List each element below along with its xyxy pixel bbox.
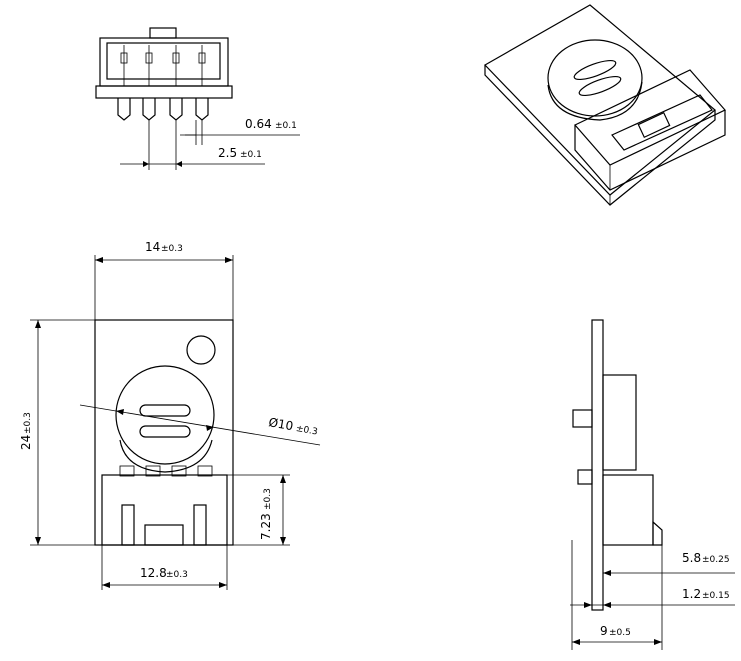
side-offset-b-tol: ±0.15 (702, 591, 730, 601)
connector-width-tol: ±0.3 (166, 570, 188, 580)
board-height-tol: ±0.3 (23, 412, 33, 434)
side-offset-a-value: 5.8 (682, 551, 701, 565)
board-width-tol: ±0.3 (161, 244, 183, 254)
isometric-view (484, 4, 726, 206)
pin-width-value: 0.64 (245, 117, 272, 131)
side-depth-tol: ±0.5 (609, 628, 631, 638)
connector-height-value: 7.23 (259, 513, 273, 540)
pin-pitch-tol: ±0.1 (240, 150, 262, 160)
front-view (30, 255, 321, 590)
connector-height-tol: ±0.3 (263, 488, 273, 510)
side-view (570, 319, 735, 650)
side-offset-a-tol: ±0.25 (702, 555, 730, 565)
board-width-value: 14 (145, 240, 160, 254)
connector-width-value: 12.8 (140, 566, 167, 580)
sensor-diameter-tol: ±0.3 (295, 424, 318, 438)
board-height-value: 24 (19, 435, 33, 450)
sensor-diameter-value: Ø10 (267, 415, 294, 433)
side-depth-value: 9 (600, 624, 608, 638)
side-offset-b-value: 1.2 (682, 587, 701, 601)
connector-top-view (95, 27, 300, 170)
pin-pitch-value: 2.5 (218, 146, 237, 160)
pin-width-tol: ±0.1 (275, 121, 297, 131)
